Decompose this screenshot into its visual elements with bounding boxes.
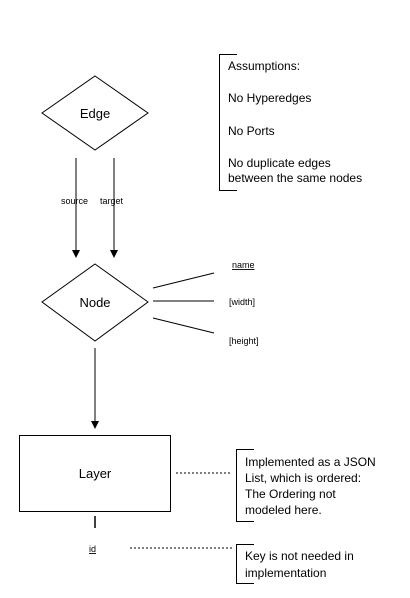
layer-note-line: The Ordering not xyxy=(245,487,336,501)
node-attribute-height: [height] xyxy=(152,317,259,346)
layer-label: Layer xyxy=(79,466,112,481)
height-attr-label: [height] xyxy=(229,336,259,346)
source-label: source xyxy=(61,196,88,206)
id-note: Key is not needed in implementation xyxy=(130,544,354,584)
layer-note: Implemented as a JSON List, which is ord… xyxy=(176,449,376,522)
edge-label: Edge xyxy=(80,106,110,121)
node-diamond-shape xyxy=(41,263,149,342)
edge-entity: Edge xyxy=(41,75,149,151)
layer-box xyxy=(19,435,171,512)
id-note-line: Key is not needed in xyxy=(245,549,354,563)
node-attribute-name: name xyxy=(152,260,255,289)
assumption-item: between the same nodes xyxy=(228,171,362,185)
node-entity: Node xyxy=(41,263,149,342)
width-attr-label: [width] xyxy=(229,297,255,307)
assumption-item: No Hyperedges xyxy=(228,91,311,105)
assumption-item: No duplicate edges xyxy=(228,156,331,170)
assumption-item: No Ports xyxy=(228,124,275,138)
target-relation: target xyxy=(100,158,124,258)
edge-diamond-shape xyxy=(41,75,149,151)
name-connector xyxy=(152,272,215,289)
layer-note-line: List, which is ordered: xyxy=(245,471,361,485)
id-note-bracket xyxy=(236,544,254,584)
target-label: target xyxy=(100,196,124,206)
assumptions-title: Assumptions: xyxy=(228,59,300,73)
id-attr-label: id xyxy=(89,544,96,554)
source-relation: source xyxy=(61,158,88,258)
assumptions-note-bracket xyxy=(219,54,237,191)
layer-note-line: modeled here. xyxy=(245,503,322,517)
id-note-line: implementation xyxy=(245,566,326,580)
name-attr-label: name xyxy=(232,260,255,270)
layer-note-bracket xyxy=(236,449,254,522)
layer-note-line: Implemented as a JSON xyxy=(245,455,376,469)
height-connector xyxy=(152,317,215,334)
node-attribute-width: [width] xyxy=(153,297,255,307)
layer-entity: Layer xyxy=(19,435,171,512)
assumptions-note: Assumptions: No Hyperedges No Ports No d… xyxy=(219,54,362,191)
node-label: Node xyxy=(79,295,110,310)
